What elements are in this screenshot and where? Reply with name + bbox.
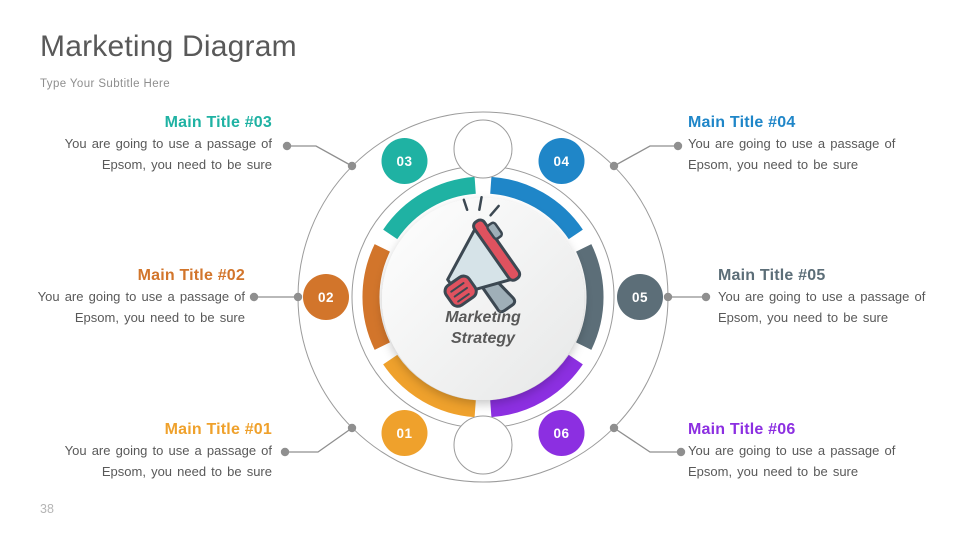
item-04-title: Main Title #04 [688,114,796,131]
item-04-body-line2: Epsom, you need to be sure [688,156,859,172]
item-05-text-block: Main Title #05 You are going to use a pa… [718,264,958,328]
item-02-body-line2: Epsom, you need to be sure [74,309,245,325]
badge-06: 06 [538,410,585,456]
megaphone-hand [443,274,478,308]
badge-number: 02 [318,290,334,305]
sound-lines [462,195,500,217]
page-number: 38 [40,502,54,516]
item-01-text-block: Main Title #01 You are going to use a pa… [32,418,272,482]
arc-segment-01 [383,354,477,418]
badge-02: 02 [303,274,349,320]
badge-number: 06 [553,426,569,441]
connector-item-05 [663,292,711,302]
megaphone-handle [481,277,517,314]
connector-item-04 [609,141,683,171]
item-06-title: Main Title #06 [688,421,796,438]
item-06-body-line2: Epsom, you need to be sure [688,463,859,479]
badge-03: 03 [381,138,428,184]
item-03-body-line2: Epsom, you need to be sure [101,156,272,172]
badge-number: 05 [632,290,648,305]
item-02-body-line1: You are going to use a passage of [37,289,245,304]
arc-segment-03 [383,176,477,240]
connector-dot [280,447,290,457]
item-06-text-block: Main Title #06 You are going to use a pa… [688,418,928,482]
item-02-text-block: Main Title #02 You are going to use a pa… [5,264,245,328]
connector-dot [609,161,619,171]
connector-dot [673,141,683,151]
connector-dot [609,423,619,433]
item-05-body-line1: You are going to use a passage of [718,289,926,304]
connector-dot [347,423,357,433]
arc-segment-04 [489,176,583,240]
connector-dot [676,447,686,457]
connector-dot [282,141,292,151]
badge-number: 04 [553,154,569,169]
arc-segment-02 [362,244,391,350]
connector-dot [293,292,303,302]
megaphone-bell-rim [472,218,522,282]
item-06-body-line1: You are going to use a passage of [688,443,896,458]
badge-04: 04 [538,138,585,184]
page-title: Marketing Diagram [40,30,297,63]
connector-dot [347,161,357,171]
item-04-text-block: Main Title #04 You are going to use a pa… [688,111,928,175]
arc-segment-06 [489,354,583,418]
item-03-title: Main Title #03 [164,114,272,131]
item-05-body-line2: Epsom, you need to be sure [718,309,889,325]
center-label-line1: Marketing [445,309,521,326]
arc-segment-05 [575,244,604,350]
connector-item-01 [280,423,357,457]
page-subtitle: Type Your Subtitle Here [40,78,171,90]
center-hub-circle [382,198,584,400]
badge-number: 01 [396,426,412,441]
item-01-title: Main Title #01 [164,421,272,438]
connector-dot [663,292,673,302]
item-05-title: Main Title #05 [718,267,826,284]
item-03-body-line1: You are going to use a passage of [64,136,272,151]
connector-item-02 [249,292,303,302]
badge-01: 01 [381,410,428,456]
placeholder-circle-top [453,119,513,179]
connector-dot [701,292,711,302]
item-03-text-block: Main Title #03 You are going to use a pa… [32,111,272,175]
item-01-body-line1: You are going to use a passage of [64,443,272,458]
placeholder-circle-bottom [453,415,513,475]
item-01-body-line2: Epsom, you need to be sure [101,463,272,479]
megaphone-icon [443,195,522,314]
item-04-body-line1: You are going to use a passage of [688,136,896,151]
badge-number: 03 [396,154,412,169]
megaphone-knob [486,221,504,240]
connector-dot [249,292,259,302]
connector-item-06 [609,423,686,457]
badge-05: 05 [617,274,663,320]
hand-finger-lines [450,282,470,303]
center-label-line2: Strategy [451,330,516,347]
connector-item-03 [282,141,357,171]
item-02-title: Main Title #02 [137,267,245,284]
